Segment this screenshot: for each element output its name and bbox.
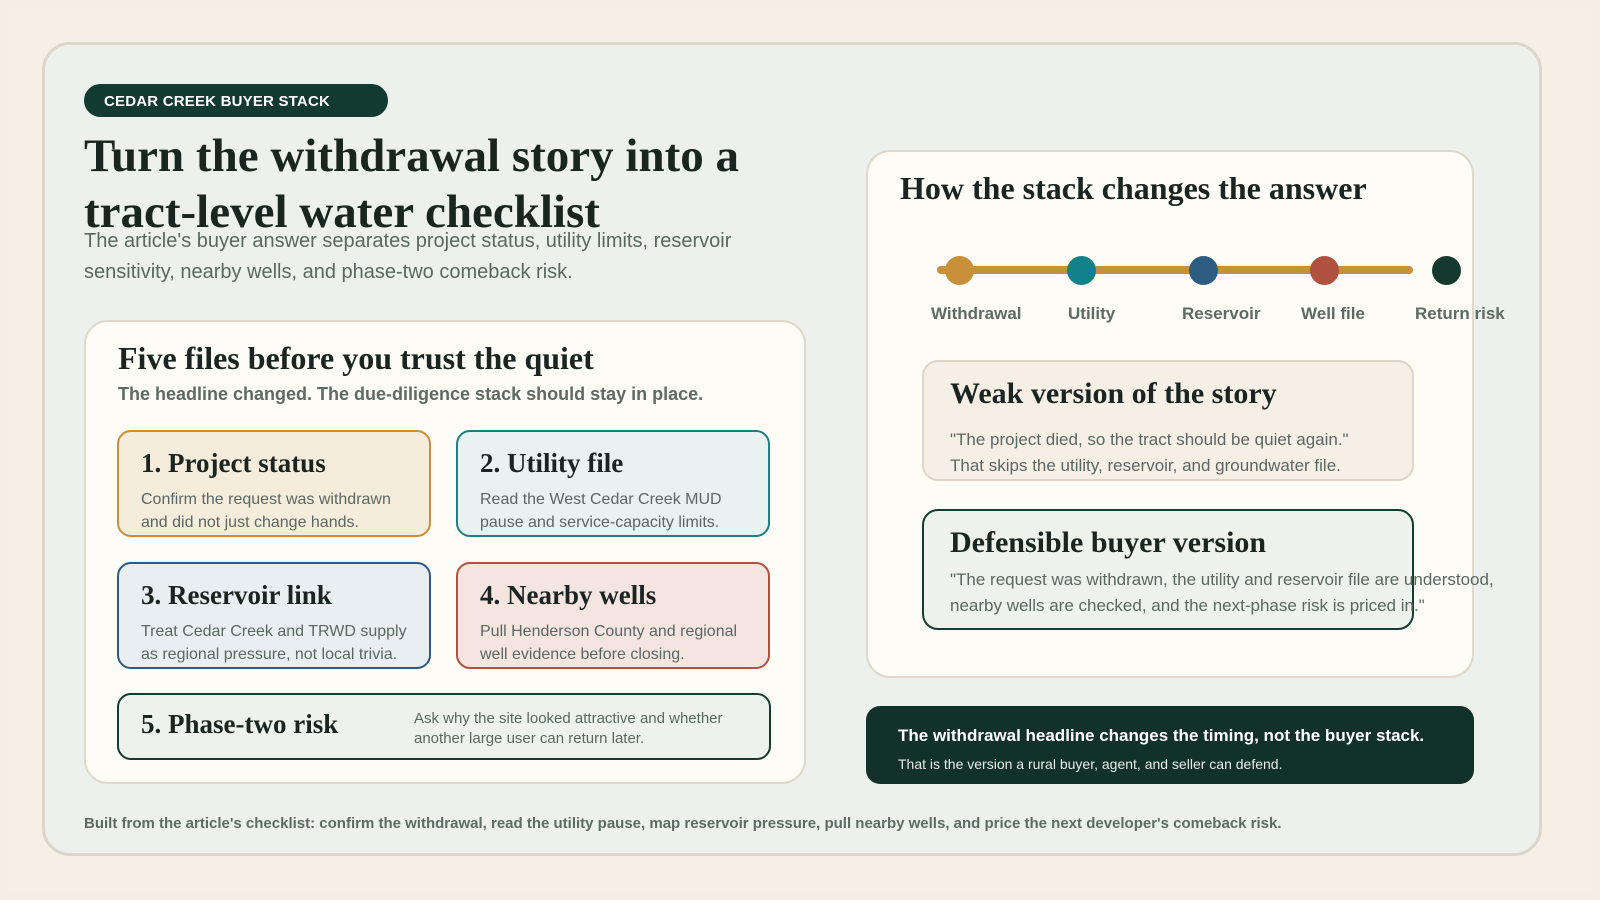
step-label-return-risk: Return risk [1415,304,1505,323]
defensible-version-box [922,509,1414,630]
file-tile-title: 2. Utility file [480,448,624,478]
file-tile-text: Read the West Cedar Creek MUD pause and … [480,491,722,531]
defensible-version-title: Defensible buyer version [950,526,1267,559]
stack-progress-track [937,266,1413,274]
step-label-withdrawal: Withdrawal [931,304,1022,323]
five-files-subtitle: The headline changed. The due-diligence … [118,384,704,404]
weak-version-box [922,360,1414,481]
step-label-utility: Utility [1068,304,1116,323]
file-tile-title: 4. Nearby wells [480,580,657,610]
step-label-well-file: Well file [1301,304,1365,323]
page-subtitle: The article's buyer answer separates pro… [84,230,732,283]
weak-version-line: "The project died, so the tract should b… [950,430,1349,449]
file-tile-text: Treat Cedar Creek and TRWD supply as reg… [141,623,407,663]
step-dot-return-risk [1432,256,1461,285]
step-dot-well-file [1310,256,1339,285]
footer-note: Built from the article's checklist: conf… [84,815,1282,832]
weak-version-line: That skips the utility, reservoir, and g… [950,456,1341,475]
weak-version-title: Weak version of the story [950,377,1277,410]
file-tile-title: 1. Project status [141,448,326,478]
eyebrow-badge: CEDAR CREEK BUYER STACK [84,84,388,117]
file-tile-project-status: 1. Project status Confirm the request wa… [117,430,431,537]
stack-title: How the stack changes the answer [900,170,1367,206]
summary-callout: The withdrawal headline changes the timi… [866,706,1474,784]
five-files-title: Five files before you trust the quiet [118,340,594,376]
file-tile-reservoir-link: 3. Reservoir link Treat Cedar Creek and … [117,562,431,669]
file-tile-utility-file: 2. Utility file Read the West Cedar Cree… [456,430,770,537]
file-tile-text: Pull Henderson County and regional well … [480,623,738,663]
callout-subline: That is the version a rural buyer, agent… [898,756,1283,772]
file-tile-title: 5. Phase-two risk [141,709,339,739]
step-label-reservoir: Reservoir [1182,304,1261,323]
file-tile-text: Confirm the request was withdrawn and di… [141,491,391,531]
weak-version-text: "The project died, so the tract should b… [950,427,1349,479]
file-tile-phase-two-risk: 5. Phase-two risk Ask why the site looke… [117,693,771,760]
defensible-version-line: "The request was withdrawn, the utility … [950,570,1494,589]
step-dot-utility [1067,256,1096,285]
file-tile-nearby-wells: 4. Nearby wells Pull Henderson County an… [456,562,770,669]
step-dot-withdrawal [945,256,974,285]
defensible-version-line: nearby wells are checked, and the next-p… [950,596,1425,615]
step-dot-reservoir [1189,256,1218,285]
defensible-version-text: "The request was withdrawn, the utility … [950,567,1494,619]
file-tile-text: Ask why the site looked attractive and w… [414,710,723,747]
page-title: Turn the withdrawal story into a tract-l… [84,130,740,238]
callout-headline: The withdrawal headline changes the timi… [898,726,1425,745]
file-tile-title: 3. Reservoir link [141,580,332,610]
